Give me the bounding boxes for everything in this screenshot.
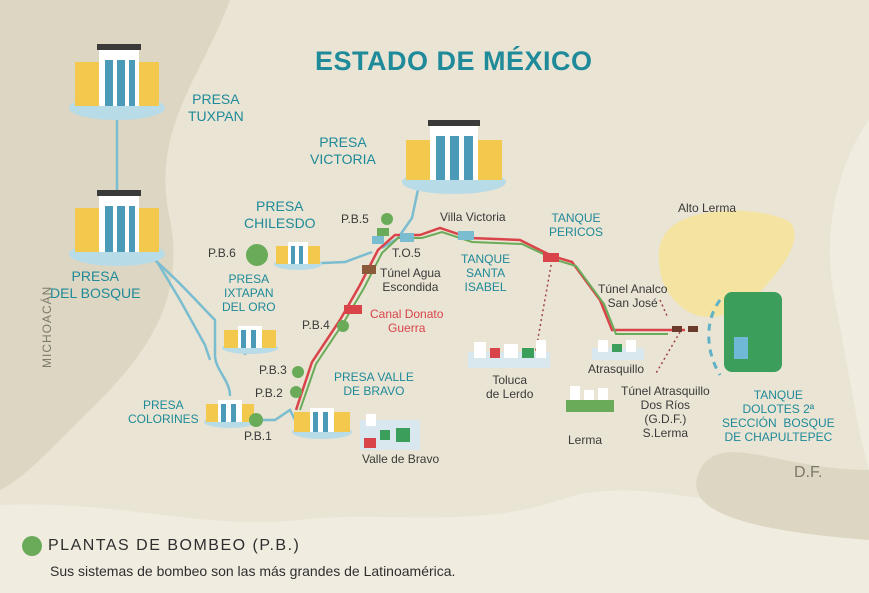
dam-icon-tuxpan [69, 44, 165, 120]
pump-pb5 [381, 213, 393, 225]
pump-pb1 [249, 413, 263, 427]
chapultepec-park [724, 292, 782, 372]
town-icon-valle-bravo [360, 414, 420, 450]
tanque-dolotes-marker [734, 337, 748, 359]
region-label-df: D.F. [794, 464, 823, 481]
label-tunel-atrasquillo: Túnel Atrasquillo Dos Ríos (G.D.F.) S.Le… [621, 384, 710, 440]
dam-icon-chilesdo [274, 242, 322, 270]
toluca-link [534, 259, 553, 356]
label-tunel-agua-escondida: Túnel Agua Escondida [380, 266, 441, 294]
label-tanque-dolotes: TANQUE DOLOTES 2ª SECCIÓN BOSQUE DE CHAP… [722, 388, 835, 444]
canal-donato-guerra [294, 226, 685, 411]
label-pb3: P.B.3 [259, 363, 287, 377]
label-pb5: P.B.5 [341, 212, 369, 226]
label-presa-chilesdo: PRESA CHILESDO [244, 198, 316, 231]
land-region-mexico [0, 0, 869, 523]
dam-icon-ixtapan [222, 326, 278, 354]
pump-pb4 [337, 320, 349, 332]
santa-isabel-marker [458, 231, 474, 240]
label-pb6: P.B.6 [208, 246, 236, 260]
label-presa-colorines: PRESA COLORINES [128, 398, 199, 426]
dam-icon-colorines [204, 400, 256, 428]
label-presa-tuxpan: PRESA TUXPAN [188, 91, 244, 124]
label-canal-donato-guerra: Canal Donato Guerra [370, 307, 444, 335]
tanque-pericos-marker [543, 253, 559, 262]
land-region-df [696, 452, 869, 540]
town-icon-atrasquillo [592, 340, 644, 360]
alto-lerma-area [658, 210, 795, 317]
label-lerma: Lerma [568, 433, 603, 447]
legend-description: Sus sistemas de bombeo son las más grand… [50, 563, 456, 579]
label-pb2: P.B.2 [255, 386, 283, 400]
label-villa-victoria: Villa Victoria [440, 210, 506, 224]
label-presa-valle-bravo: PRESA VALLE DE BRAVO [334, 370, 414, 398]
town-icon-toluca [468, 340, 550, 368]
station-blocks [372, 228, 389, 244]
label-valle-de-bravo: Valle de Bravo [362, 452, 440, 466]
tunel-atrasquillo-marker [688, 326, 698, 332]
label-pb1: P.B.1 [244, 429, 272, 443]
label-to5: T.O.5 [392, 246, 421, 260]
canal-donato-marker [344, 305, 362, 314]
dam-icon-victoria [402, 120, 506, 194]
analco-link [659, 299, 669, 319]
label-tunel-analco: Túnel Analco San José [598, 282, 668, 310]
to5-marker [400, 233, 414, 242]
label-pb4: P.B.4 [302, 318, 330, 332]
tunel-analco-marker [672, 326, 682, 332]
atrasquillo-link [654, 331, 681, 376]
pump-pb3 [292, 366, 304, 378]
legend-pump-icon [22, 536, 42, 556]
pumping-stations [246, 213, 393, 427]
tunel-agua-marker [362, 265, 376, 274]
dam-icon-valle-bravo [292, 408, 352, 439]
label-tanque-pericos: TANQUE PERICOS [549, 211, 604, 239]
label-presa-del-bosque: PRESA DEL BOSQUE [50, 268, 141, 301]
pump-pb2 [290, 386, 302, 398]
town-icon-lerma [566, 386, 614, 412]
label-atrasquillo: Atrasquillo [588, 362, 645, 376]
df-boundary-dashes [707, 299, 722, 376]
label-presa-ixtapan: PRESA IXTAPAN DEL ORO [222, 272, 276, 314]
legend-title: PLANTAS DE BOMBEO (P.B.) [48, 537, 301, 554]
label-alto-lerma: Alto Lerma [678, 201, 737, 215]
label-toluca-de-lerdo: Toluca de Lerdo [486, 373, 534, 401]
label-tanque-santa-isabel: TANQUE SANTA ISABEL [461, 252, 511, 294]
dam-icon-del-bosque [69, 190, 165, 266]
label-presa-victoria: PRESA VICTORIA [310, 134, 376, 167]
map-title: ESTADO DE MÉXICO [315, 46, 593, 76]
pump-pb6 [246, 244, 268, 266]
